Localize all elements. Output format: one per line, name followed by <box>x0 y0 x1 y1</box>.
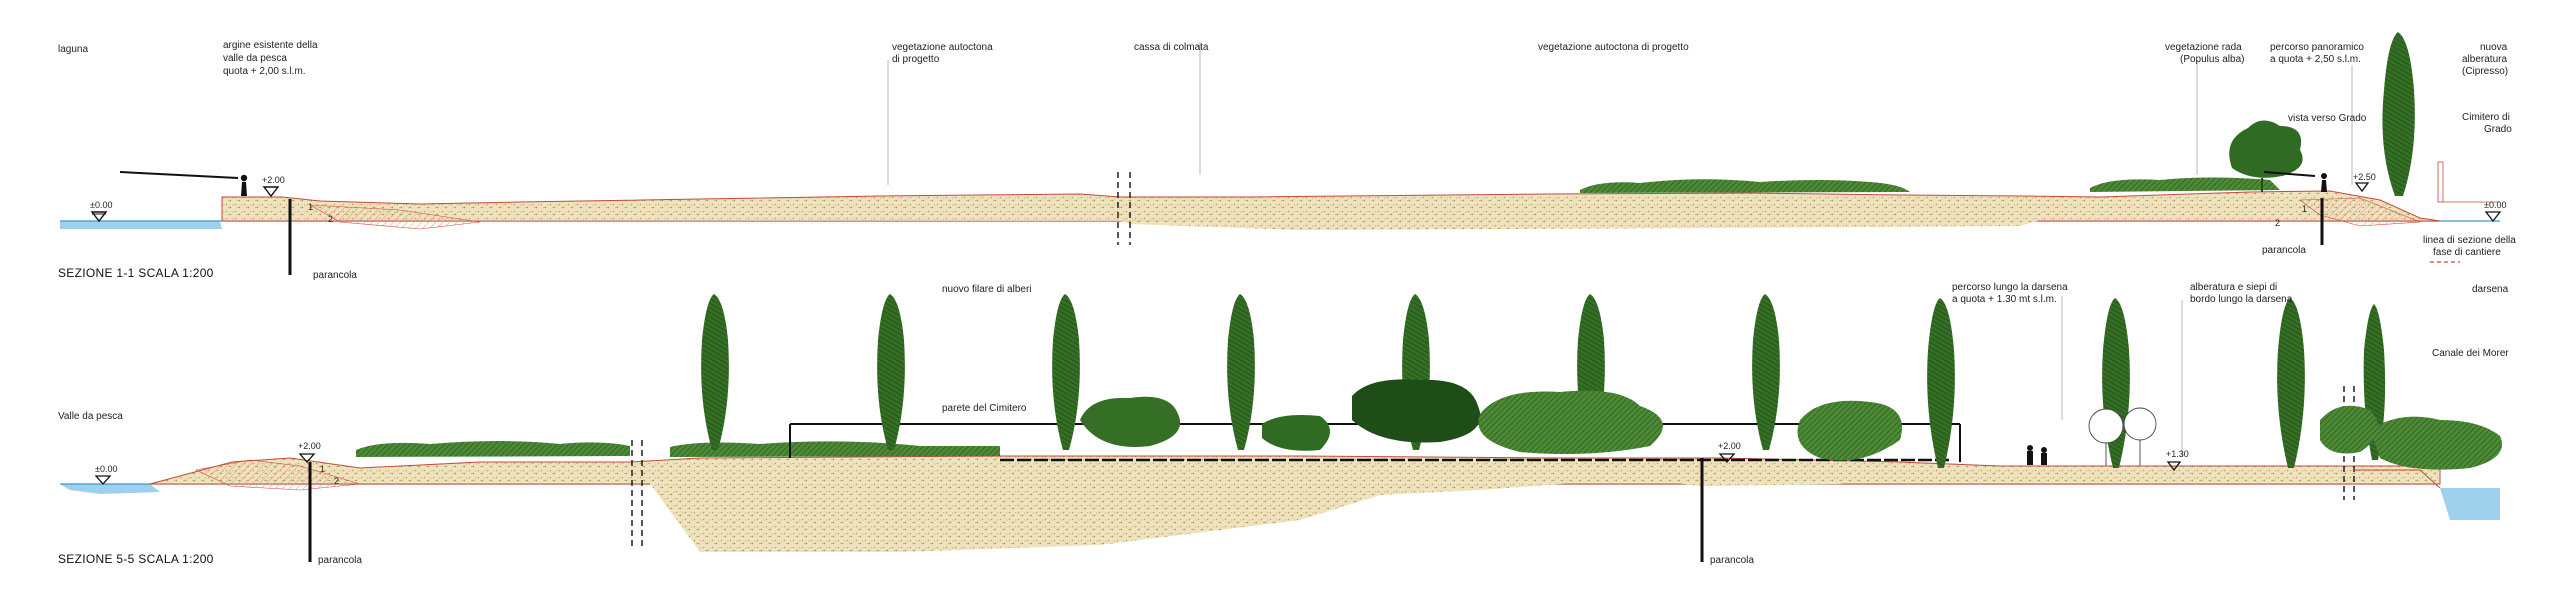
cassa-colmata-fill <box>300 213 2250 230</box>
section-5-5-title: SEZIONE 5-5 SCALA 1:200 <box>58 552 214 566</box>
marker-bottom-two: 2 <box>334 476 339 486</box>
darsena-water <box>2440 488 2500 520</box>
section-break-bottom-right <box>2343 386 2355 500</box>
label-alberatura-1: alberatura e siepi di <box>2190 282 2277 293</box>
label-argine-2: valle da pesca <box>223 53 287 64</box>
section-5-5: Valle da pesca nuovo filare di alberi pa… <box>58 282 2509 566</box>
outline-trees <box>2088 407 2157 466</box>
marker-one: 1 <box>308 202 313 212</box>
label-linea-1: linea di sezione della <box>2423 235 2516 246</box>
valle-water <box>60 484 160 494</box>
label-valle-pesca: Valle da pesca <box>58 411 123 422</box>
marker-two: 2 <box>328 214 333 224</box>
section-1-1-title: SEZIONE 1-1 SCALA 1:200 <box>58 266 214 280</box>
label-veg-autoctona-2: di progetto <box>892 54 940 65</box>
section-break <box>1117 172 1131 245</box>
vegetation-autoctona <box>1580 179 1910 193</box>
label-nuova-3: (Cipresso) <box>2462 66 2508 77</box>
level-marker-bottom-mid <box>1718 453 1736 463</box>
label-percorso-2: a quota + 1.30 mt s.l.m. <box>1952 294 2057 305</box>
label-cassa-colmata: cassa di colmata <box>1134 42 1209 53</box>
label-nuova-2: alberatura <box>2462 54 2507 65</box>
lagoon-water <box>60 221 222 229</box>
shrub-strip-left <box>356 441 630 457</box>
label-percorso-2: a quota + 2,50 s.l.m. <box>2270 54 2361 65</box>
label-cimitero-2: Grado <box>2484 124 2512 135</box>
colmata-body <box>640 470 1620 552</box>
person-figure-right <box>2263 171 2327 192</box>
level-percorso-text: +2.50 <box>2353 172 2376 182</box>
label-linea-2: fase di cantiere <box>2433 247 2501 258</box>
label-vista-grado: vista verso Grado <box>2288 113 2367 124</box>
cypress-tree <box>2382 32 2415 196</box>
level-marker-bottom-percorso <box>2166 461 2182 472</box>
marker-two-right: 2 <box>2275 218 2280 228</box>
label-parancola: parancola <box>313 270 357 281</box>
level-bottom-left-text: ±0.00 <box>95 464 117 474</box>
level-bottom-argine-text: +2.00 <box>298 441 321 451</box>
colmata-body-right <box>1620 476 1880 486</box>
label-parancola-right: parancola <box>2262 245 2306 256</box>
label-percorso-1: percorso lungo la darsena <box>1952 282 2068 293</box>
section-1-1: laguna argine esistente della valle da p… <box>58 32 2516 281</box>
level-bottom-percorso-text: +1.30 <box>2166 449 2189 459</box>
label-veg-autoctona-1: vegetazione autoctona <box>892 42 993 53</box>
label-veg-rada-1: vegetazione rada <box>2165 42 2242 53</box>
label-alberatura-2: bordo lungo la darsena <box>2190 294 2293 305</box>
marker-one-right: 1 <box>2302 204 2307 214</box>
label-parancola-bottom-left: parancola <box>318 555 362 566</box>
broadleaf-trees <box>1080 379 2502 470</box>
level-marker-argine <box>262 186 280 198</box>
level-marker-bottom-argine <box>298 453 316 463</box>
label-canale: Canale dei Morer <box>2432 348 2509 359</box>
person-figure <box>119 171 248 196</box>
level-marker-left <box>90 211 108 223</box>
level-argine-text: +2.00 <box>262 175 285 185</box>
people-figures <box>2027 445 2047 465</box>
cantiere-lens-bottom <box>195 459 361 491</box>
label-parete: parete del Cimitero <box>942 403 1027 414</box>
label-darsena: darsena <box>2472 284 2509 295</box>
label-nuova-1: nuova <box>2480 42 2508 53</box>
label-veg-rada-2: (Populus alba) <box>2180 54 2244 65</box>
vegetation-rada <box>2090 177 2280 192</box>
label-filare: nuovo filare di alberi <box>942 284 1032 295</box>
argine-embankment <box>221 190 2441 222</box>
level-marker-right <box>2484 211 2502 223</box>
level-bottom-mid-text: +2.00 <box>1718 441 1741 451</box>
cantiere-section-lens-right <box>2299 197 2421 227</box>
level-marker-bottom-left <box>94 475 112 485</box>
section-break-bottom-left <box>631 440 643 550</box>
cemetery-wall <box>2437 161 2444 203</box>
label-cimitero-1: Cimitero di <box>2462 112 2510 123</box>
level-right-text: ±0.00 <box>2484 200 2506 210</box>
label-laguna: laguna <box>58 44 88 55</box>
label-argine-3: quota + 2,00 s.l.m. <box>223 66 306 77</box>
populus-tree <box>2229 120 2303 192</box>
label-argine-1: argine esistente della <box>223 40 318 51</box>
level-left-text: ±0.00 <box>90 200 112 210</box>
marker-bottom-one: 1 <box>320 464 325 474</box>
label-parancola-bottom-right: parancola <box>1710 555 1754 566</box>
cantiere-section-lens <box>309 204 481 230</box>
shrub-strip-mid <box>670 441 1000 457</box>
level-marker-percorso <box>2354 182 2370 193</box>
label-percorso-1: percorso panoramico <box>2270 42 2364 53</box>
label-veg-autoctona-progetto: vegetazione autoctona di progetto <box>1538 42 1689 53</box>
